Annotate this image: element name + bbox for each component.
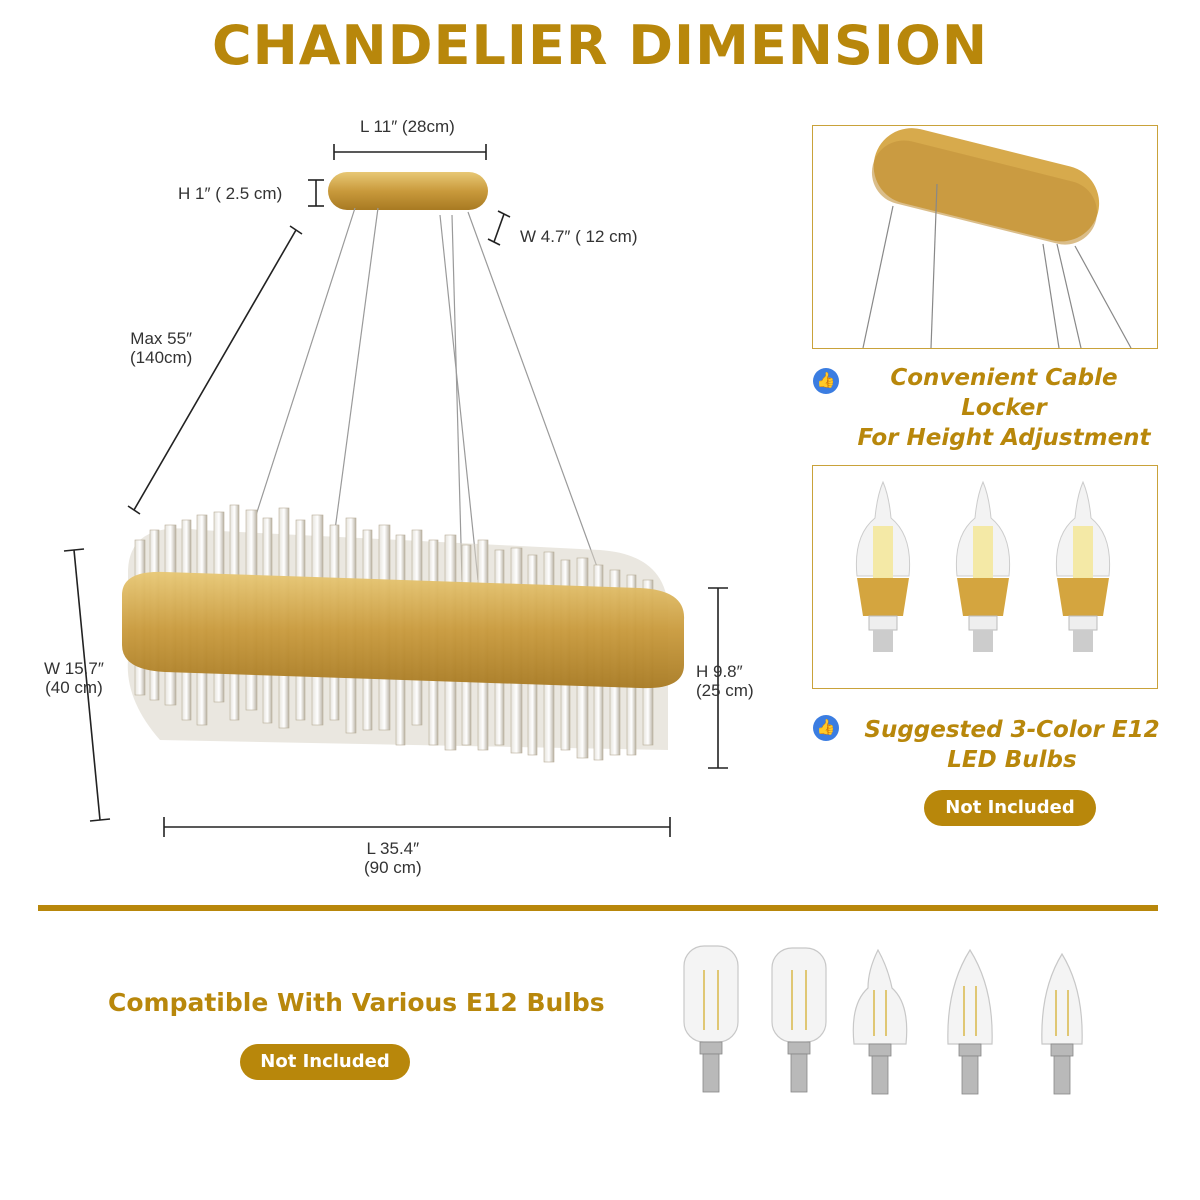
compatible-not-included-badge: Not Included — [240, 1044, 410, 1080]
height-label: H 9.8″ (25 cm) — [696, 662, 754, 700]
led-bulbs-line-1: Suggested 3-Color E12 — [864, 717, 1160, 743]
canopy-length-label: L 11″ (28cm) — [360, 117, 455, 136]
width-value: W 15.7″ — [44, 659, 104, 678]
gold-band — [122, 571, 685, 689]
chandelier-illustration — [63, 144, 728, 837]
thumbs-up-icon: 👍 — [813, 368, 839, 394]
height-value: H 9.8″ — [696, 662, 743, 681]
length-label: L 35.4″ (90 cm) — [364, 839, 422, 877]
led-bulbs-caption: Suggested 3-Color E12 LED Bulbs — [852, 715, 1172, 775]
crystal-body — [122, 504, 685, 763]
dimension-lines — [63, 144, 728, 837]
compatible-bulbs-image — [683, 945, 1083, 1095]
canopy — [328, 172, 488, 210]
led-bulbs-image-box — [812, 465, 1158, 689]
cable-locker-line-2: For Height Adjustment — [857, 425, 1151, 451]
thumbs-up-icon: 👍 — [813, 715, 839, 741]
page-title: CHANDELIER DIMENSION — [211, 14, 989, 77]
max-drop-label: Max 55″ (140cm) — [130, 329, 192, 367]
cable-locker-caption: Convenient Cable Locker For Height Adjus… — [844, 363, 1164, 453]
canopy-height-label: H 1″ ( 2.5 cm) — [178, 184, 283, 203]
not-included-badge: Not Included — [924, 790, 1096, 826]
height-metric: (25 cm) — [696, 681, 754, 700]
width-metric: (40 cm) — [45, 678, 103, 697]
canopy-width-label: W 4.7″ ( 12 cm) — [520, 227, 638, 246]
led-bulbs-line-2: LED Bulbs — [947, 747, 1077, 773]
length-value: L 35.4″ — [366, 839, 420, 858]
section-divider — [38, 905, 1158, 911]
suspension-wires — [247, 207, 601, 581]
width-label: W 15.7″ (40 cm) — [44, 659, 104, 697]
max-drop-metric: (140cm) — [130, 348, 193, 367]
cable-locker-line-1: Convenient Cable Locker — [890, 365, 1118, 421]
cable-locker-image-box — [812, 125, 1158, 349]
compatible-bulbs-text: Compatible With Various E12 Bulbs — [108, 988, 605, 1017]
canopy-closeup-image — [862, 128, 1132, 349]
max-drop-value: Max 55″ — [130, 329, 193, 348]
led-bulbs-image — [855, 480, 1111, 652]
length-metric: (90 cm) — [364, 858, 422, 877]
